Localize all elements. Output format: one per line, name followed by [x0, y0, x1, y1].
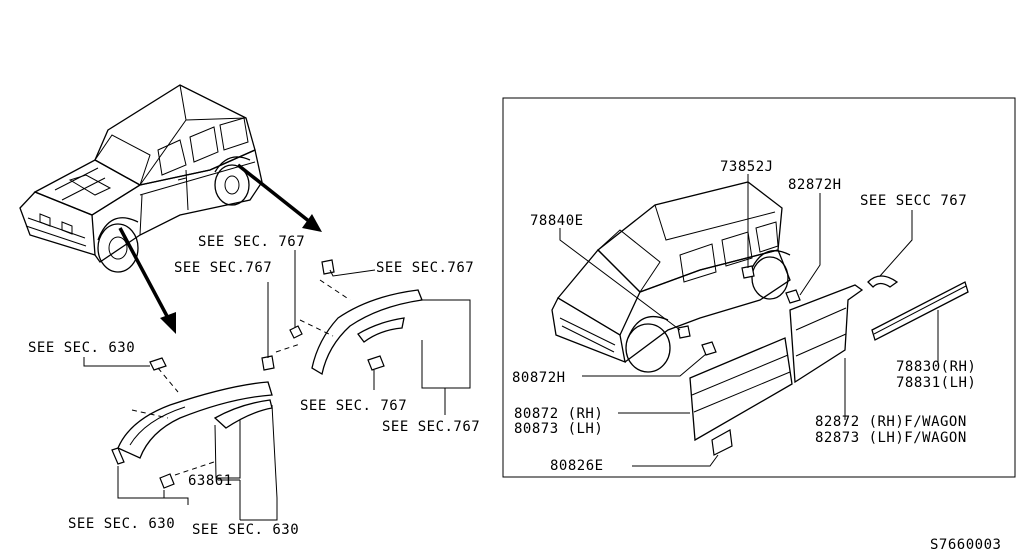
- label-part-80872-rh: 80872 (RH): [514, 406, 603, 422]
- label-see-sec-767-d: SEE SEC. 767: [300, 398, 407, 414]
- label-see-sec-630-top: SEE SEC. 630: [28, 340, 135, 356]
- inset-frame: [502, 97, 1016, 478]
- rear-flare-assembly: [261, 250, 471, 415]
- inset-moldings: [689, 275, 969, 456]
- label-see-sec-767-b: SEE SEC.767: [174, 260, 272, 276]
- label-see-sec-767-c: SEE SEC.767: [376, 260, 474, 276]
- label-part-82872-rh: 82872 (RH)F/WAGON: [815, 414, 967, 430]
- label-part-78831-lh: 78831(LH): [896, 375, 976, 391]
- label-see-sec-767-e: SEE SEC.767: [382, 419, 480, 435]
- label-see-secc-767: SEE SECC 767: [860, 193, 967, 209]
- inset-leaders: [559, 174, 939, 467]
- front-flare-assembly: [83, 357, 278, 521]
- label-part-78830-rh: 78830(RH): [896, 359, 976, 375]
- vehicle-illustration-inset: [551, 181, 791, 373]
- label-part-80873-lh: 80873 (LH): [514, 421, 603, 437]
- label-part-80872H: 80872H: [512, 370, 566, 386]
- label-part-78840E: 78840E: [530, 213, 584, 229]
- label-part-82872H: 82872H: [788, 177, 842, 193]
- label-part-73852J: 73852J: [720, 159, 774, 175]
- label-see-sec-767-a: SEE SEC. 767: [198, 234, 305, 250]
- label-part-63861: 63861: [188, 473, 233, 489]
- label-see-sec-630-bottom-left: SEE SEC. 630: [68, 516, 175, 532]
- diagram-id: S7660003: [930, 537, 1001, 553]
- label-see-sec-630-bottom-right: SEE SEC. 630: [192, 522, 299, 538]
- label-part-80826E: 80826E: [550, 458, 604, 474]
- label-part-82873-lh: 82873 (LH)F/WAGON: [815, 430, 967, 446]
- vehicle-illustration-left: [19, 84, 322, 334]
